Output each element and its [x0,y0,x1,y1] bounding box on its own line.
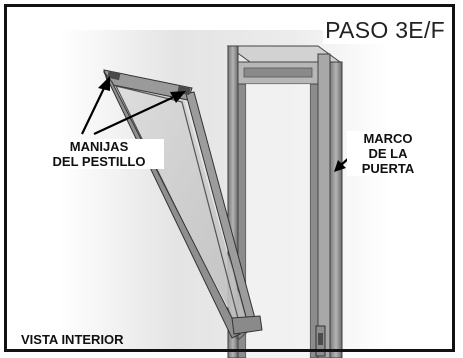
door-frame-right-rail-outer [329,61,343,358]
arrow-frame-head [334,160,346,172]
view-label: VISTA INTERIOR [21,332,124,347]
door-frame-right-rail-inner [317,53,331,358]
arrow-latch-right-line [93,95,177,135]
latch-handles-label-line-1: MANIJAS [69,139,129,154]
latch-handles-label: MANIJAS DEL PESTILLO [34,139,164,169]
arrow-latch-left-line [81,83,107,135]
latch-handle-left [107,70,121,81]
step-title: PASO 3E/F [323,17,447,44]
door-frame-header-slot [243,67,313,78]
door-frame-label: MARCO DE LA PUERTA [347,131,429,176]
door-frame-label-line-1: MARCO [363,131,413,146]
sliding-panel-bottom-rail [231,315,263,335]
door-frame [226,45,343,358]
door-frame-label-line-3: PUERTA [361,161,415,176]
arrow-latch-left-head [98,76,110,91]
callout-arrows [81,76,361,172]
door-frame-latch-knob [318,333,323,345]
door-frame-opening [246,84,310,358]
door-frame-label-line-2: DE LA [368,146,408,161]
arrow-latch-right-head [170,91,186,103]
latch-handles-label-line-2: DEL PESTILLO [52,154,146,169]
door-frame-inner-right-jamb [309,83,319,358]
